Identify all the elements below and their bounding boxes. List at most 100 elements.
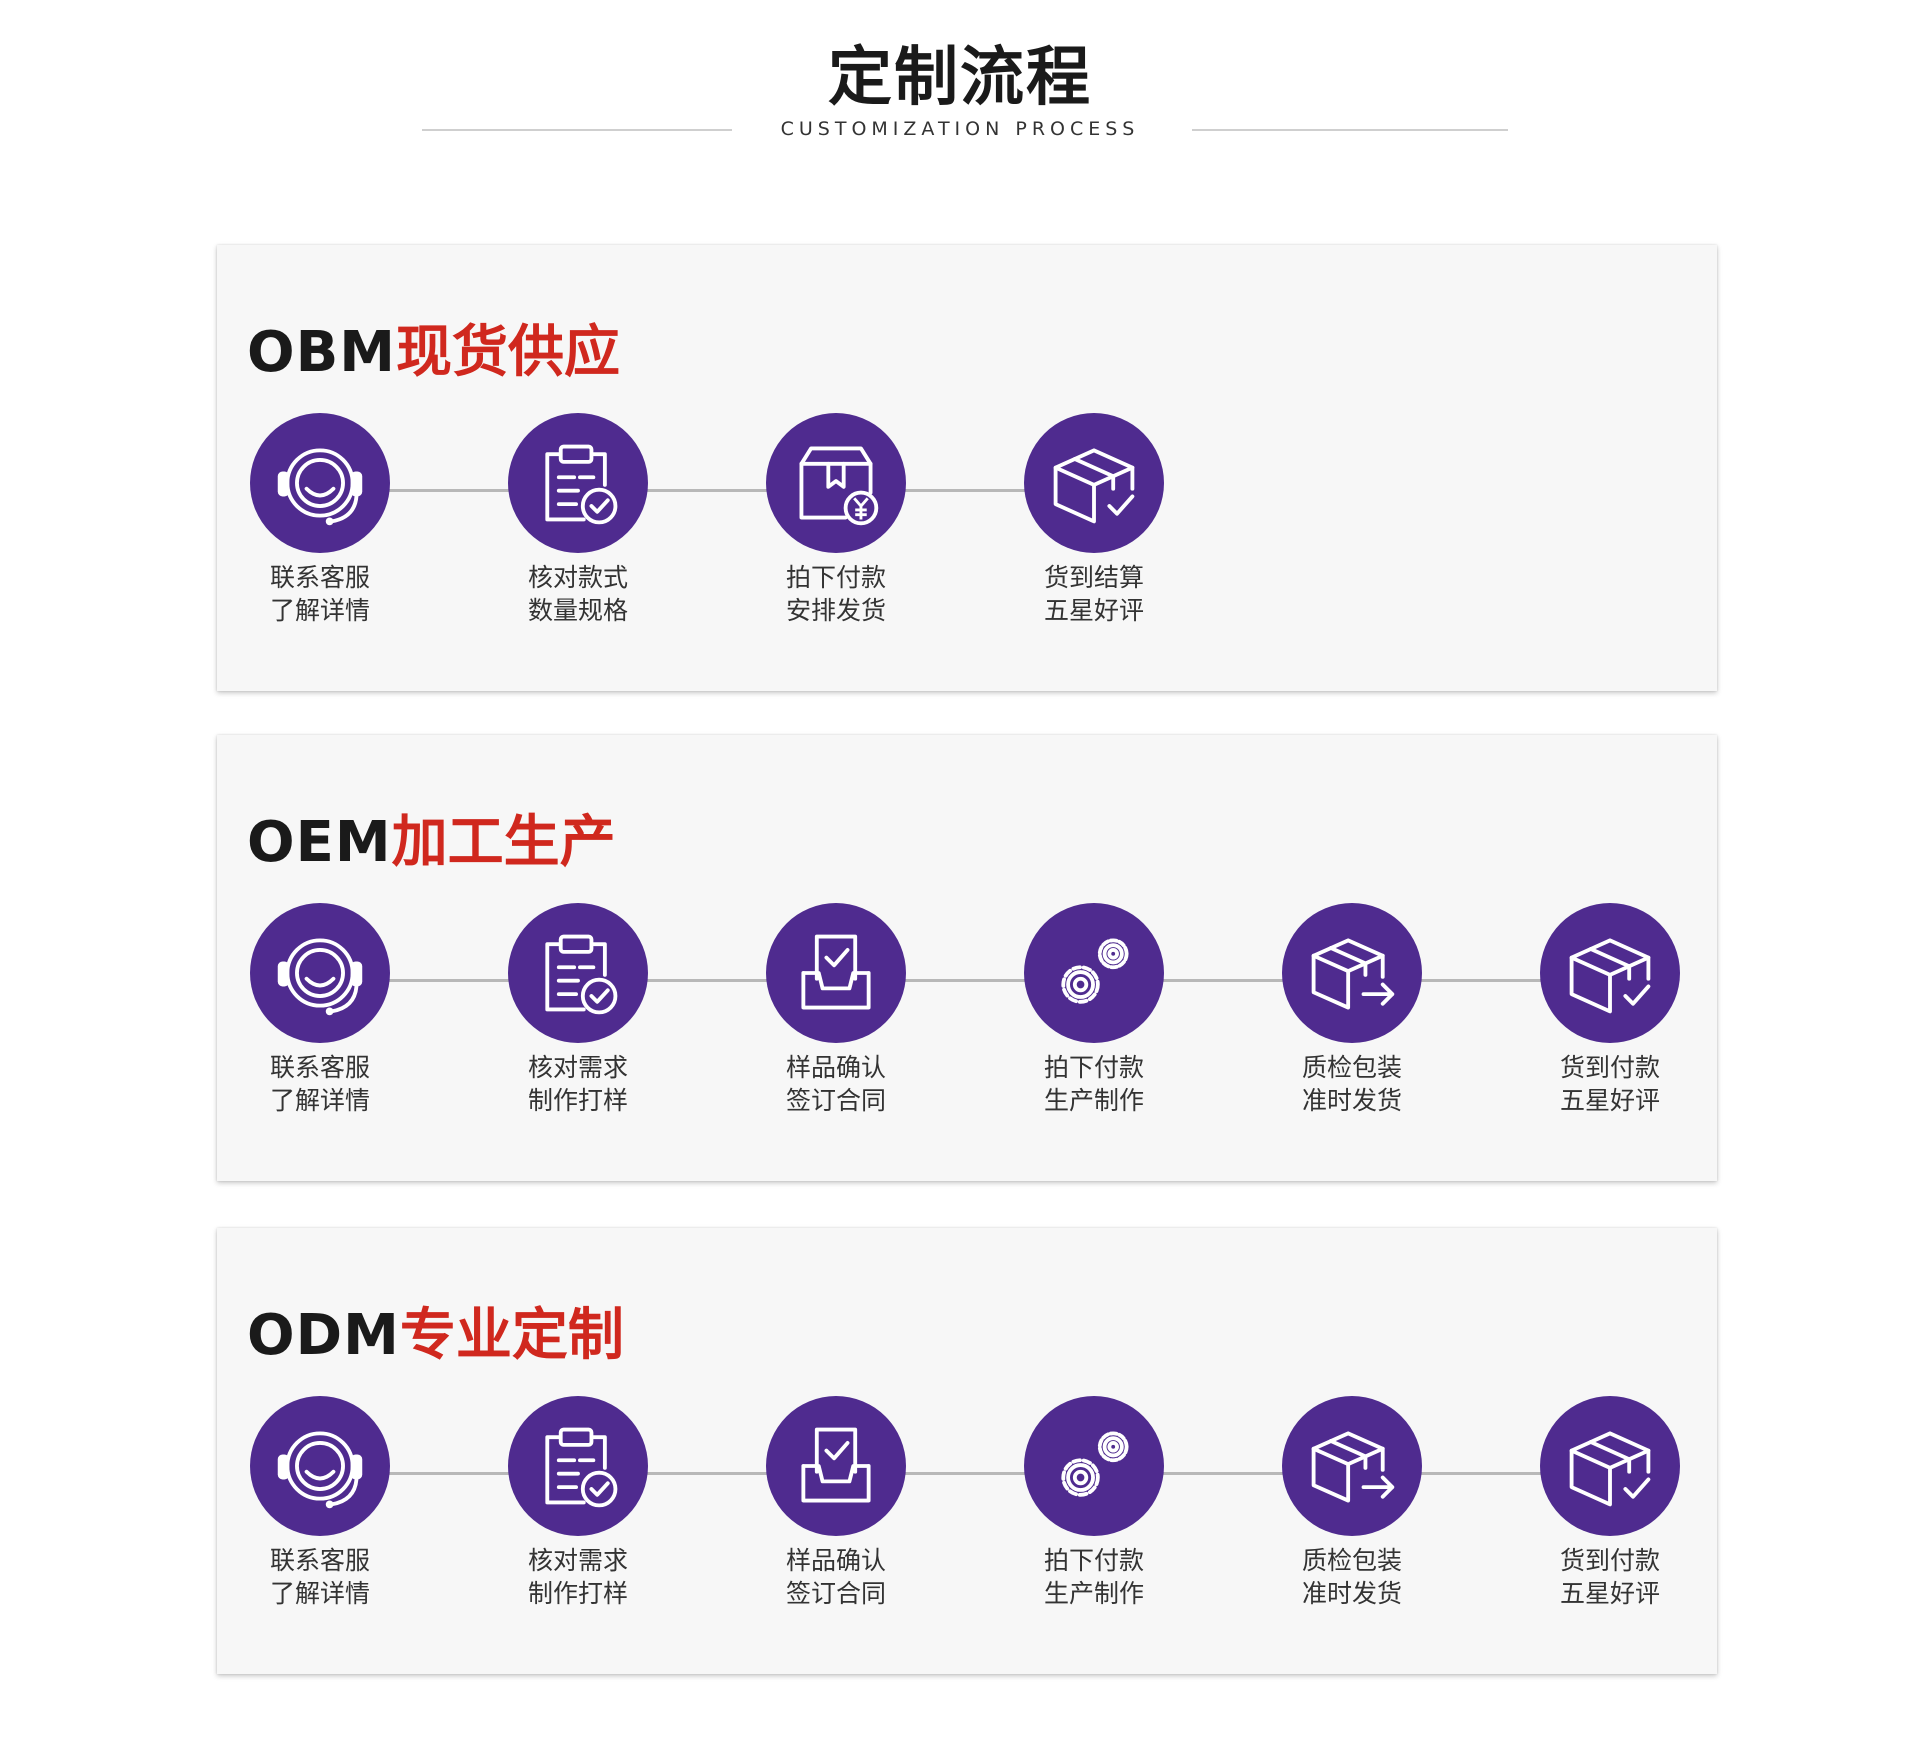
step-label-line1: 联系客服: [269, 563, 370, 592]
panel-obm: OBM现货供应 联系客服了解详情 核对款式数量规格 拍下付款安排发货: [217, 245, 1717, 691]
box-shipping-icon: [1282, 1396, 1422, 1536]
panel-oem: OEM加工生产 联系客服了解详情 核对需求制作打样 样品确认签订合同: [217, 735, 1717, 1181]
step-label-line2: 五星好评: [1043, 596, 1144, 625]
step-label: 样品确认签订合同: [766, 1051, 906, 1117]
process-step: 核对款式数量规格: [508, 413, 648, 627]
step-label: 质检包装准时发货: [1282, 1544, 1422, 1610]
step-connector-line: [320, 489, 1094, 492]
step-label-line1: 核对需求: [527, 1546, 628, 1575]
step-label: 拍下付款生产制作: [1024, 1051, 1164, 1117]
step-label-line2: 安排发货: [785, 596, 886, 625]
step-label-line1: 联系客服: [269, 1546, 370, 1575]
step-label-line2: 了解详情: [269, 596, 370, 625]
headset-icon: [250, 1396, 390, 1536]
step-label-line2: 准时发货: [1301, 1579, 1402, 1608]
gears-icon: [1024, 1396, 1164, 1536]
step-label-line2: 了解详情: [269, 1086, 370, 1115]
step-label-line2: 生产制作: [1043, 1086, 1144, 1115]
header-divider-left: [422, 129, 732, 131]
box-check-icon: [1024, 413, 1164, 553]
panel-title: ODM专业定制: [247, 1290, 624, 1371]
process-step: 拍下付款安排发货: [766, 413, 906, 627]
page-subtitle: CUSTOMIZATION PROCESS: [780, 118, 1140, 140]
clipboard-check-icon: [508, 1396, 648, 1536]
box-payment-icon: [766, 413, 906, 553]
step-label-line1: 货到付款: [1559, 1546, 1660, 1575]
panel-name: 现货供应: [396, 320, 621, 385]
step-label: 联系客服了解详情: [250, 1544, 390, 1610]
page-title: 定制流程: [828, 41, 1092, 115]
tray-check-icon: [766, 1396, 906, 1536]
process-step: 联系客服了解详情: [250, 903, 390, 1117]
process-step: 货到付款五星好评: [1540, 1396, 1680, 1610]
step-label-line1: 拍下付款: [785, 563, 886, 592]
step-label-line2: 准时发货: [1301, 1086, 1402, 1115]
step-label: 质检包装准时发货: [1282, 1051, 1422, 1117]
step-label-line1: 核对款式: [527, 563, 628, 592]
step-label: 货到结算五星好评: [1024, 561, 1164, 627]
step-label-line1: 核对需求: [527, 1053, 628, 1082]
process-step: 拍下付款生产制作: [1024, 903, 1164, 1117]
step-label-line1: 样品确认: [785, 1053, 886, 1082]
step-label-line1: 质检包装: [1301, 1546, 1402, 1575]
process-step: 联系客服了解详情: [250, 1396, 390, 1610]
step-label: 货到付款五星好评: [1540, 1051, 1680, 1117]
panel-title: OEM加工生产: [247, 797, 616, 878]
step-label-line2: 制作打样: [527, 1579, 628, 1608]
step-label-line2: 签订合同: [785, 1579, 886, 1608]
box-check-icon: [1540, 1396, 1680, 1536]
step-label: 联系客服了解详情: [250, 1051, 390, 1117]
step-label: 拍下付款安排发货: [766, 561, 906, 627]
process-step: 样品确认签订合同: [766, 1396, 906, 1610]
process-step: 拍下付款生产制作: [1024, 1396, 1164, 1610]
process-step: 货到结算五星好评: [1024, 413, 1164, 627]
box-check-icon: [1540, 903, 1680, 1043]
step-label-line1: 联系客服: [269, 1053, 370, 1082]
clipboard-check-icon: [508, 413, 648, 553]
step-label: 核对款式数量规格: [508, 561, 648, 627]
step-label-line2: 了解详情: [269, 1579, 370, 1608]
step-label-line2: 五星好评: [1559, 1086, 1660, 1115]
step-label-line1: 货到结算: [1043, 563, 1144, 592]
step-label-line2: 五星好评: [1559, 1579, 1660, 1608]
step-label: 货到付款五星好评: [1540, 1544, 1680, 1610]
tray-check-icon: [766, 903, 906, 1043]
headset-icon: [250, 903, 390, 1043]
step-label: 核对需求制作打样: [508, 1544, 648, 1610]
step-label-line1: 质检包装: [1301, 1053, 1402, 1082]
process-step: 核对需求制作打样: [508, 1396, 648, 1610]
panel-name: 专业定制: [399, 1303, 624, 1368]
process-step: 货到付款五星好评: [1540, 903, 1680, 1117]
gears-icon: [1024, 903, 1164, 1043]
step-label-line1: 拍下付款: [1043, 1546, 1144, 1575]
process-step: 质检包装准时发货: [1282, 1396, 1422, 1610]
header-divider-right: [1192, 129, 1508, 131]
process-step: 质检包装准时发货: [1282, 903, 1422, 1117]
step-connector-line: [320, 979, 1610, 982]
step-label-line2: 数量规格: [527, 596, 628, 625]
step-label: 样品确认签订合同: [766, 1544, 906, 1610]
step-label-line2: 生产制作: [1043, 1579, 1144, 1608]
panel-odm: ODM专业定制 联系客服了解详情 核对需求制作打样 样品确认签订合同: [217, 1228, 1717, 1674]
step-label-line2: 制作打样: [527, 1086, 628, 1115]
step-label: 拍下付款生产制作: [1024, 1544, 1164, 1610]
panel-title: OBM现货供应: [247, 307, 620, 388]
box-shipping-icon: [1282, 903, 1422, 1043]
clipboard-check-icon: [508, 903, 648, 1043]
step-label: 联系客服了解详情: [250, 561, 390, 627]
panel-code: ODM: [247, 1303, 400, 1368]
step-label-line2: 签订合同: [785, 1086, 886, 1115]
step-label-line1: 拍下付款: [1043, 1053, 1144, 1082]
headset-icon: [250, 413, 390, 553]
page-header: 定制流程 CUSTOMIZATION PROCESS: [0, 0, 1920, 170]
panel-code: OBM: [247, 320, 397, 385]
step-label-line1: 样品确认: [785, 1546, 886, 1575]
process-step: 样品确认签订合同: [766, 903, 906, 1117]
panel-name: 加工生产: [391, 810, 616, 875]
process-step: 核对需求制作打样: [508, 903, 648, 1117]
process-step: 联系客服了解详情: [250, 413, 390, 627]
panel-code: OEM: [247, 810, 392, 875]
step-connector-line: [320, 1472, 1610, 1475]
step-label-line1: 货到付款: [1559, 1053, 1660, 1082]
step-label: 核对需求制作打样: [508, 1051, 648, 1117]
